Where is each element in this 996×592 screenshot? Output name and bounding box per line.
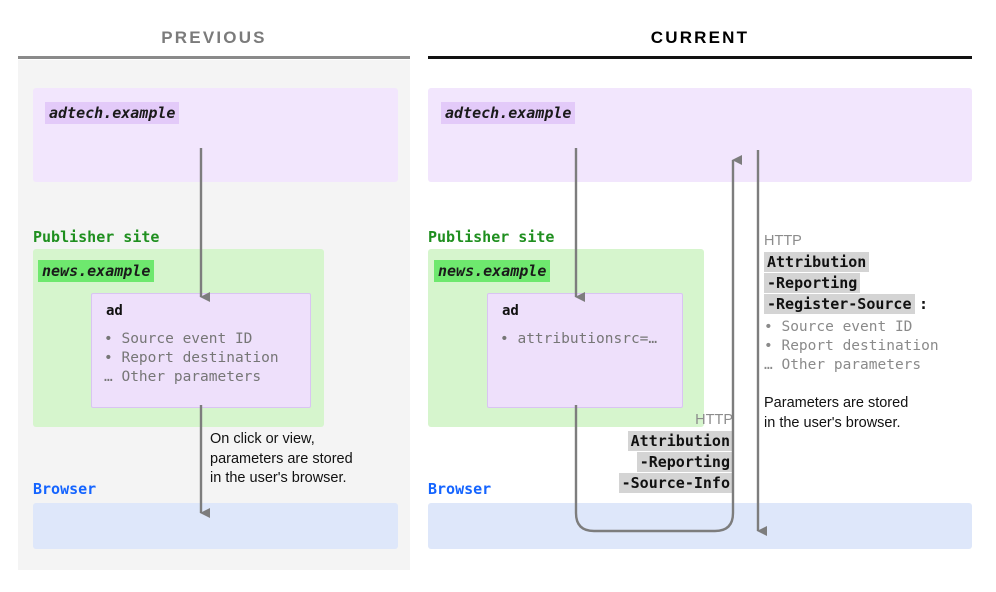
response-header-chip-2: -Reporting [764,273,861,293]
current-ad-params: • attributionsrc=… [500,331,658,347]
current-ad-card: ad • attributionsrc=… [487,293,683,408]
request-header-chip-3: -Source-Info [618,473,733,493]
previous-browser-zone [33,503,398,549]
column-title-current: CURRENT [650,28,750,47]
current-browser-zone [428,503,972,549]
previous-note: On click or view, parameters are stored … [210,431,353,486]
current-note: Parameters are stored in the user's brow… [764,395,909,431]
request-header-chip-2: -Reporting [636,452,733,472]
response-header-colon: : [918,295,928,313]
previous-ad-title: ad [106,303,123,319]
current-browser-heading: Browser [428,480,492,498]
response-header-chip-1: Attribution [764,252,870,272]
response-header-chip-3: -Register-Source [764,294,915,314]
previous-publisher-heading: Publisher site [33,228,160,246]
previous-ad-card: ad • Source event ID • Report destinatio… [91,293,311,408]
response-http-label: HTTP [764,233,802,249]
current-adtech-label: adtech.example [441,102,576,124]
previous-ad-params: • Source event ID • Report destination …… [104,331,279,385]
column-rule-current [428,56,972,59]
current-publisher-heading: Publisher site [428,228,555,246]
column-rule-previous [18,56,410,59]
current-publisher-label: news.example [434,260,551,282]
response-header-params: • Source event ID • Report destination …… [764,319,939,373]
request-http-label: HTTP [695,412,733,428]
previous-browser-heading: Browser [33,480,97,498]
previous-publisher-label: news.example [38,260,155,282]
request-header-chip-1: Attribution [627,431,733,451]
current-request-header-callout: HTTP Attribution -Reporting -Source-Info [533,410,733,494]
previous-adtech-label: adtech.example [45,102,180,124]
current-response-header-callout: HTTP Attribution -Reporting -Register-So… [764,231,979,375]
current-ad-title: ad [502,303,519,319]
column-title-previous: PREVIOUS [161,28,267,47]
